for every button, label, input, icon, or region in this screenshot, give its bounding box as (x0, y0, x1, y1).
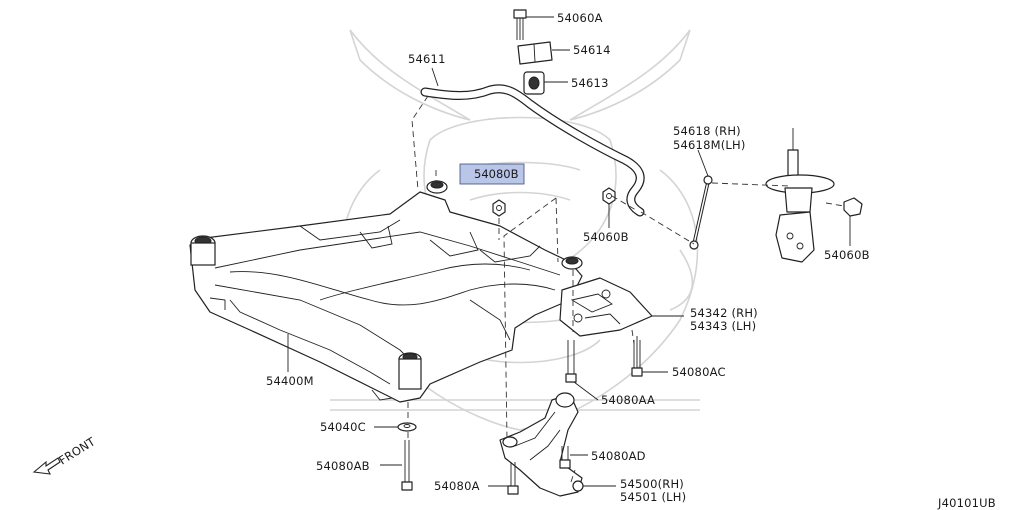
bolt-54080ab (401, 440, 413, 491)
label-54342-rh: 54342 (RH) (690, 306, 758, 320)
leader-lines (287, 16, 851, 487)
label-54501-lh: 54501 (LH) (620, 490, 686, 504)
lower-arm (499, 392, 584, 497)
label-54618m-lh: 54618M(LH) (673, 138, 746, 152)
nut-54060b-left (602, 187, 616, 205)
strut-assembly (765, 128, 835, 263)
washer-54040c (397, 422, 417, 432)
label-54060a: 54060A (557, 11, 603, 25)
front-arrow-icon (32, 457, 61, 475)
label-54060b-right: 54060B (824, 248, 870, 262)
diagram-code: J40101UB (937, 496, 996, 510)
part-labels: 54060A 54614 54611 54613 54618 (RH) 5461… (266, 11, 996, 510)
label-54343-lh: 54343 (LH) (690, 319, 756, 333)
bolt-54060a (513, 9, 527, 40)
highlight-box-54080b (459, 163, 525, 185)
label-54060b-left: 54060B (583, 230, 629, 244)
link-bracket (559, 277, 653, 337)
bolt-54080ac (631, 336, 643, 377)
stabilizer-bar (420, 41, 645, 217)
label-54613: 54613 (571, 76, 609, 90)
label-54400m: 54400M (266, 374, 314, 388)
front-label: FRONT (56, 434, 98, 468)
label-54040c: 54040C (320, 420, 366, 434)
label-54080ad: 54080AD (591, 449, 646, 463)
nut-54060b-right (843, 197, 863, 217)
label-54080aa: 54080AA (601, 393, 655, 407)
bolt-54080ad (559, 446, 571, 469)
nut-54080b (492, 199, 506, 217)
label-54080ab: 54080AB (316, 459, 370, 473)
label-54500-rh: 54500(RH) (620, 477, 684, 491)
alignment-lines (407, 95, 845, 483)
label-54080ac: 54080AC (672, 365, 726, 379)
stabilizer-link (689, 175, 713, 250)
label-54618-rh: 54618 (RH) (673, 124, 741, 138)
label-54611: 54611 (408, 52, 446, 66)
label-54080a: 54080A (434, 479, 480, 493)
bolt-54080a (507, 462, 519, 495)
label-54614: 54614 (573, 43, 611, 57)
label-54080b: 54080B (474, 167, 519, 181)
bolt-54080aa (565, 340, 577, 383)
front-subframe (189, 180, 583, 403)
